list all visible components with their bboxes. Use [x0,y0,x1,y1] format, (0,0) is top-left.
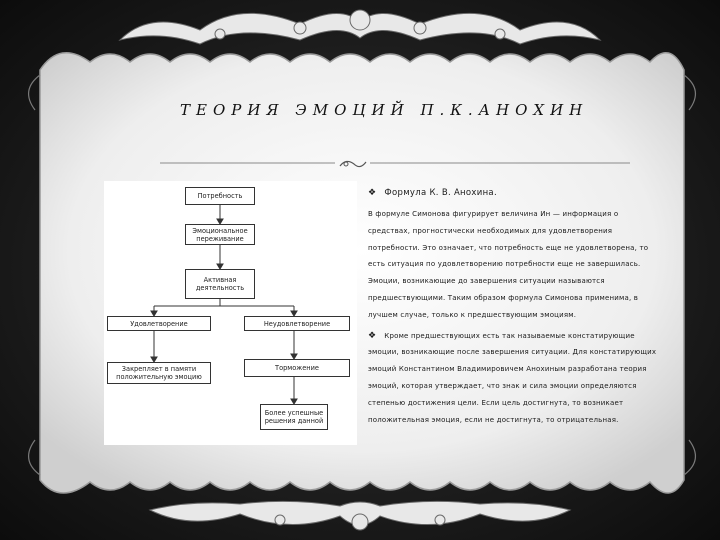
paragraph-2: Кроме предшествующих есть так называемые… [368,331,657,424]
box-satisfaction: Удовлетворение [107,316,211,331]
box-active-activity: Активная деятельность [185,269,255,299]
bottom-ornament [148,500,572,531]
box-inhibition: Торможение [244,359,350,377]
slide-title: ТЕОРИЯ ЭМОЦИЙ П.К.АНОХИН [180,101,589,119]
box-emotional-experience: Эмоциональное переживание [185,224,255,245]
box-more-successful: Более успешные решения данной [260,404,328,430]
top-ornament [118,9,602,45]
flowchart-connectors [150,205,298,405]
paragraph-2-item: ❖Кроме предшествующих есть так называемы… [368,328,658,429]
box-fixed-in-memory: Закрепляет в памяти положительную эмоцию [107,362,211,384]
bullet-diamond-icon: ❖ [368,330,377,341]
separator-ornament [160,160,630,168]
content-text: ❖ Формула К. В. Анохина. В формуле Симоно… [368,186,658,428]
box-dissatisfaction: Неудовлетворение [244,316,350,331]
heading-text: Формула К. В. Анохина. [384,188,497,198]
box-need: Потребность [185,187,255,205]
flowchart-diagram: Потребность Эмоциональное переживание Ак… [104,181,357,445]
paragraph-1: В формуле Симонова фигурирует величина И… [368,210,649,319]
bullet-diamond-icon: ❖ [368,188,377,198]
side-ornaments [28,74,696,476]
heading-item: ❖ Формула К. В. Анохина. [368,186,658,200]
